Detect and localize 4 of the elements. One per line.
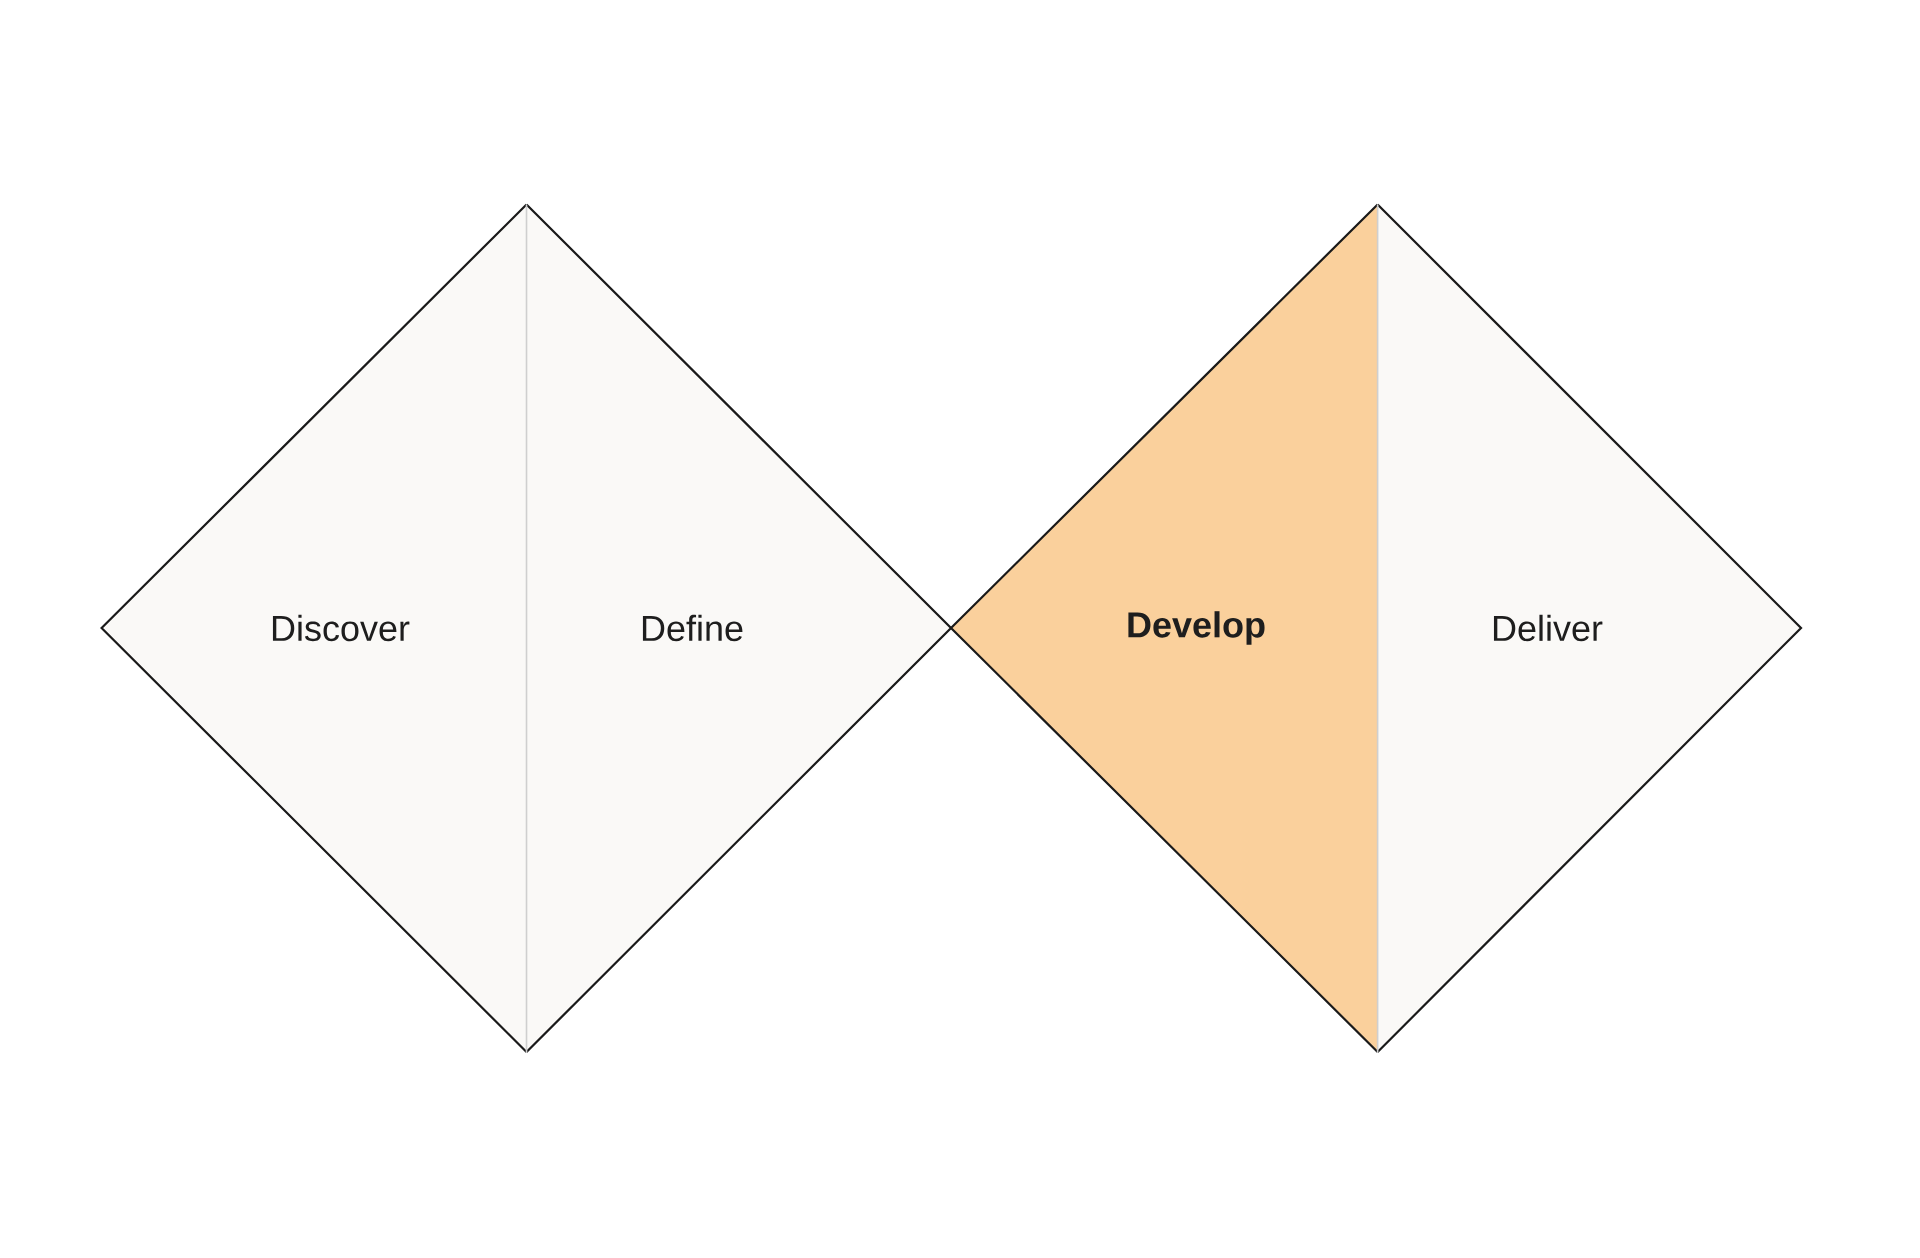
triangle-panel: Develop xyxy=(949,203,1379,1053)
triangle-panel: Deliver xyxy=(1376,203,1803,1053)
triangle-panel: Discover xyxy=(100,203,528,1053)
triangle-panel: Define xyxy=(525,203,953,1053)
